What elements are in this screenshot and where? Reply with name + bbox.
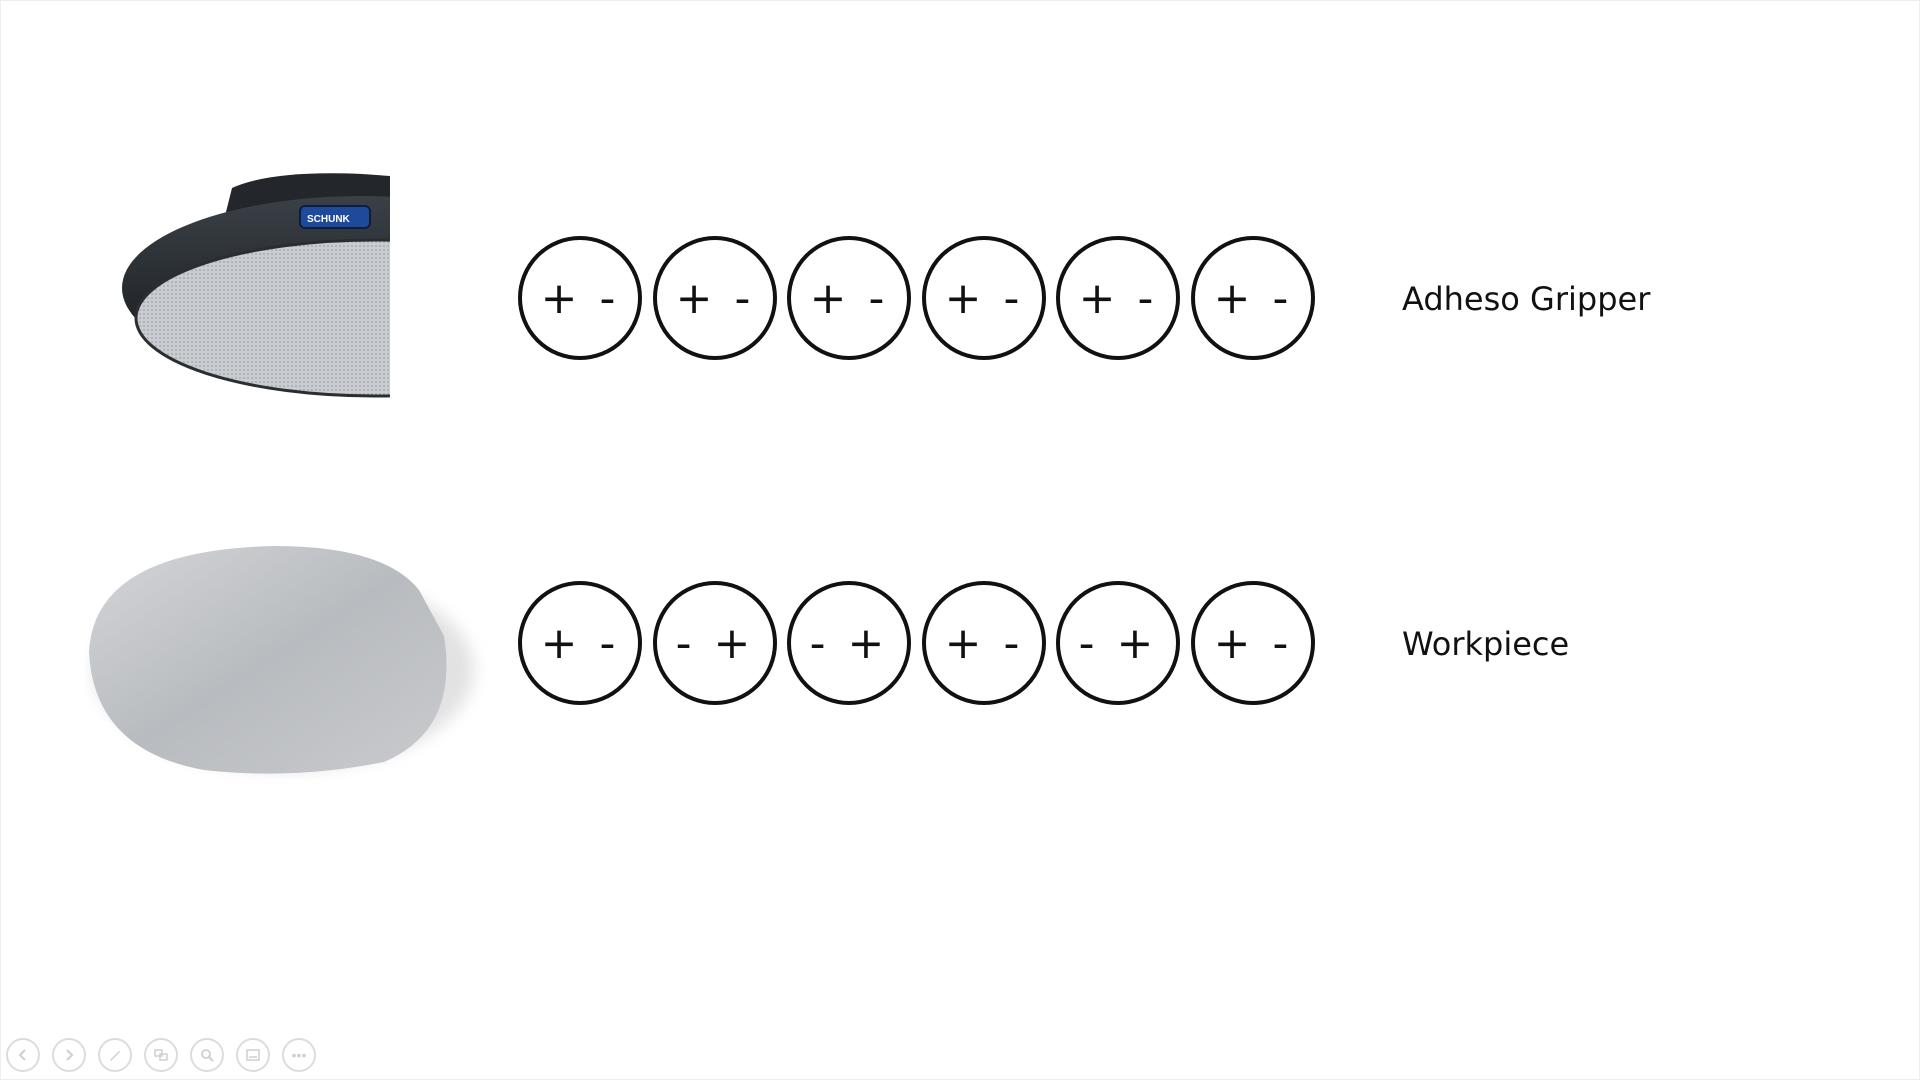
gripper-charge-1: + - xyxy=(518,236,642,360)
gripper-charge-5: + - xyxy=(1056,236,1180,360)
zoom-icon[interactable] xyxy=(190,1038,224,1072)
next-icon[interactable] xyxy=(52,1038,86,1072)
pen-icon[interactable] xyxy=(98,1038,132,1072)
workpiece-charge-4: + - xyxy=(922,581,1046,705)
workpiece-charge-6: + - xyxy=(1191,581,1315,705)
gripper-charge-3: + - xyxy=(787,236,911,360)
gripper-row: + - + - + - + - + - + - Adheso Gripper xyxy=(0,231,1920,371)
gripper-label: Adheso Gripper xyxy=(1402,280,1651,318)
workpiece-charge-5: - + xyxy=(1056,581,1180,705)
workpiece-label: Workpiece xyxy=(1402,625,1570,663)
gripper-charge-2: + - xyxy=(653,236,777,360)
more-icon[interactable]: ••• xyxy=(282,1038,316,1072)
slides-icon[interactable] xyxy=(144,1038,178,1072)
workpiece-charge-1: + - xyxy=(518,581,642,705)
gripper-charge-4: + - xyxy=(922,236,1046,360)
more-label: ••• xyxy=(291,1047,307,1063)
presenter-toolbar: ••• xyxy=(6,1038,316,1074)
workpiece-row: + - - + - + + - - + + - Workpiece xyxy=(0,576,1920,716)
workpiece-charge-2: - + xyxy=(653,581,777,705)
gripper-badge-text: SCHUNK xyxy=(307,214,351,225)
workpiece-charge-3: - + xyxy=(787,581,911,705)
wafer-image xyxy=(84,540,504,780)
previous-icon[interactable] xyxy=(6,1038,40,1072)
gripper-image: SCHUNK xyxy=(122,168,390,400)
gripper-charge-6: + - xyxy=(1191,236,1315,360)
subtitles-icon[interactable] xyxy=(236,1038,270,1072)
